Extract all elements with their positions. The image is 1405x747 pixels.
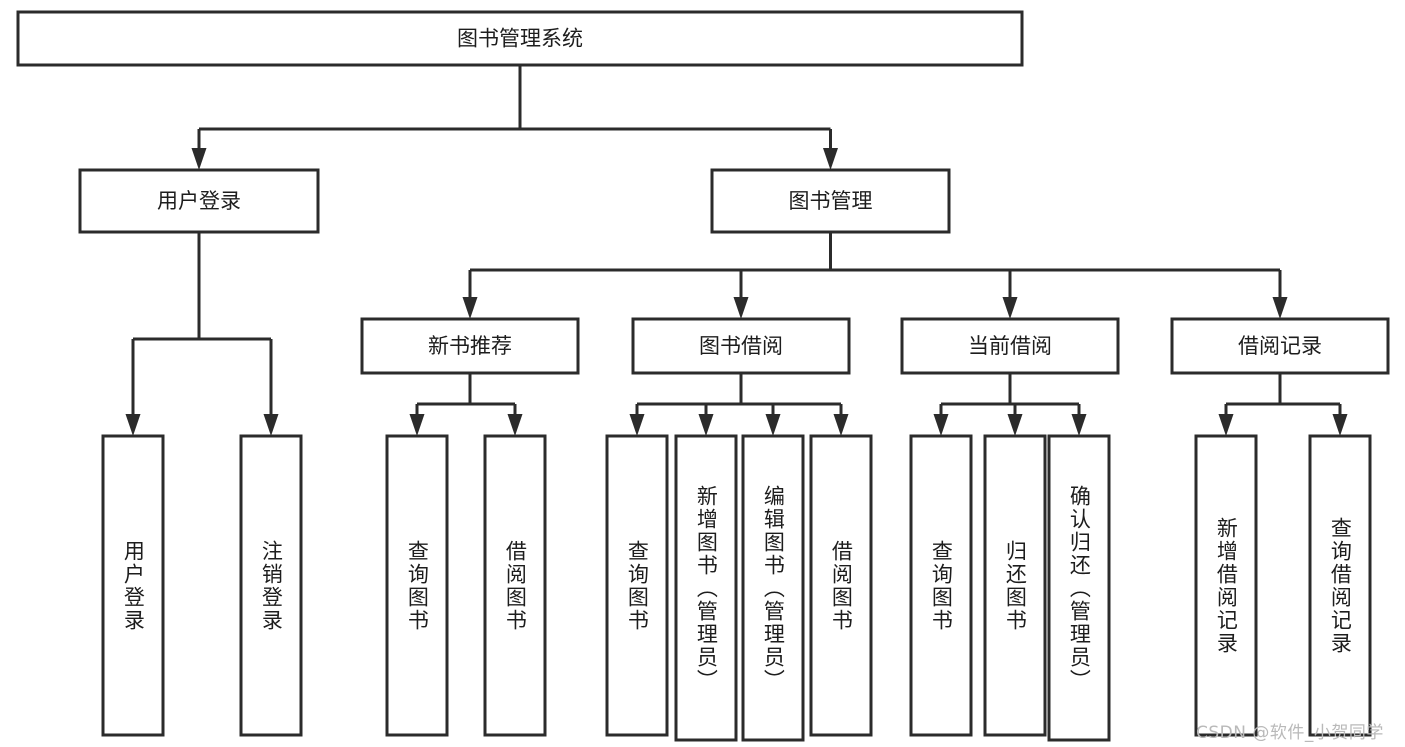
arrow-head-icon bbox=[933, 414, 949, 436]
node-box-leaf-confirm-return-admin[interactable] bbox=[1047, 434, 1111, 742]
arrow-head-icon bbox=[833, 414, 849, 436]
arrow-head-icon bbox=[1071, 414, 1087, 436]
node-box-leaf-query-book-2[interactable] bbox=[605, 434, 669, 737]
node-label-book-borrow: 图书借阅 bbox=[699, 334, 783, 358]
node-box-leaf-edit-book-admin[interactable] bbox=[741, 434, 805, 742]
node-box-user-login[interactable] bbox=[78, 168, 320, 234]
node-box-leaf-user-logout[interactable] bbox=[239, 434, 303, 737]
arrow-head-icon bbox=[733, 297, 749, 319]
node-box-leaf-borrow-book-2[interactable] bbox=[809, 434, 873, 737]
node-box-new-book-recommend[interactable] bbox=[360, 317, 580, 375]
node-box-root[interactable] bbox=[16, 10, 1024, 67]
node-label-root: 图书管理系统 bbox=[457, 27, 583, 51]
node-label-new-book-recommend: 新书推荐 bbox=[428, 334, 512, 358]
node-box-leaf-add-borrow-record[interactable] bbox=[1194, 434, 1258, 737]
arrow-head-icon bbox=[1218, 414, 1234, 436]
node-label-user-login: 用户登录 bbox=[157, 189, 241, 213]
node-box-leaf-query-book-3[interactable] bbox=[909, 434, 973, 737]
arrow-head-icon bbox=[462, 297, 478, 319]
node-box-current-borrow[interactable] bbox=[900, 317, 1120, 375]
node-box-leaf-query-book-1[interactable] bbox=[385, 434, 449, 737]
edges-layer bbox=[125, 65, 1348, 436]
node-box-book-borrow[interactable] bbox=[631, 317, 851, 375]
node-box-leaf-borrow-book-1[interactable] bbox=[483, 434, 547, 737]
arrow-head-icon bbox=[263, 414, 279, 436]
arrow-head-icon bbox=[1002, 297, 1018, 319]
node-label-current-borrow: 当前借阅 bbox=[968, 334, 1052, 358]
arrow-head-icon bbox=[191, 148, 207, 170]
node-box-leaf-return-book[interactable] bbox=[983, 434, 1047, 737]
arrow-head-icon bbox=[629, 414, 645, 436]
arrow-head-icon bbox=[125, 414, 141, 436]
watermark-text: CSDN @软件_小贺同学 bbox=[1196, 723, 1384, 743]
arrow-head-icon bbox=[1332, 414, 1348, 436]
node-label-book-manage: 图书管理 bbox=[789, 189, 873, 213]
node-box-borrow-record[interactable] bbox=[1170, 317, 1390, 375]
node-box-leaf-add-book-admin[interactable] bbox=[674, 434, 738, 742]
node-box-leaf-query-borrow-record[interactable] bbox=[1308, 434, 1372, 737]
arrow-head-icon bbox=[765, 414, 781, 436]
arrow-head-icon bbox=[507, 414, 523, 436]
boxes-layer bbox=[16, 10, 1390, 742]
arrow-head-icon bbox=[409, 414, 425, 436]
arrow-head-icon bbox=[698, 414, 714, 436]
arrow-head-icon bbox=[1272, 297, 1288, 319]
arrow-head-icon bbox=[823, 148, 838, 170]
node-label-borrow-record: 借阅记录 bbox=[1238, 334, 1322, 358]
node-box-book-manage[interactable] bbox=[710, 168, 951, 234]
arrow-head-icon bbox=[1007, 414, 1023, 436]
node-box-leaf-user-login[interactable] bbox=[101, 434, 165, 737]
